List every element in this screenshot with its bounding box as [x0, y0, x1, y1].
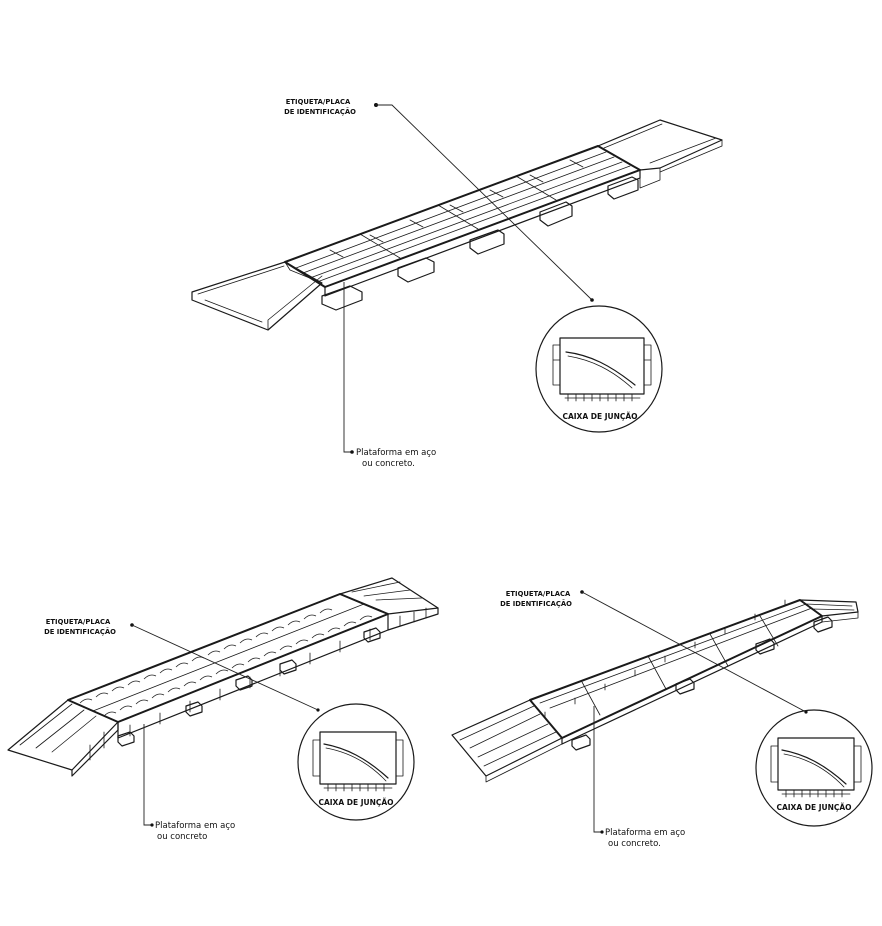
platform-label-line2: ou concreto.: [362, 459, 415, 469]
left-ramp: [191, 261, 323, 331]
plate-label-line2: DE IDENTIFICAÇÃO: [500, 599, 572, 608]
platform-label-line1: Plataforma em aço: [155, 821, 235, 831]
plate-label-line1: ETIQUETA/PLACA: [506, 590, 571, 598]
foundation-blocks: [117, 627, 381, 747]
plate-label-line2: DE IDENTIFICAÇÃO: [284, 107, 356, 116]
platform-label-line2: ou concreto.: [608, 839, 661, 849]
foundation-blocks: [321, 176, 639, 311]
foundation-blocks: [571, 616, 833, 751]
weighbridge-deck: [284, 145, 641, 297]
junction-box-label: CAIXA DE JUNÇÃO: [562, 412, 637, 421]
left-ramp: [451, 699, 563, 783]
left-ramp: [7, 699, 119, 777]
weighbridge-deck: [67, 593, 389, 739]
platform-label-line1: Plataforma em aço: [356, 448, 436, 458]
plate-label-line1: ETIQUETA/PLACA: [286, 98, 351, 106]
plate-label-line2: DE IDENTIFICAÇÃO: [44, 627, 116, 636]
diagram-top: ETIQUETA/PLACA DE IDENTIFICAÇÃO Platafor…: [191, 98, 723, 469]
junction-box-callout: CAIXA DE JUNÇÃO: [297, 703, 415, 821]
junction-box-label: CAIXA DE JUNÇÃO: [776, 803, 851, 812]
plate-label-line1: ETIQUETA/PLACA: [46, 618, 111, 626]
platform-label-line2: ou concreto: [157, 832, 207, 842]
platform-label-line1: Plataforma em aço: [605, 828, 685, 838]
diagram-bottom-left: ETIQUETA/PLACA DE IDENTIFICAÇÃO Platafor…: [7, 577, 439, 842]
right-ramp: [799, 599, 859, 623]
tread-pattern: [79, 608, 373, 717]
right-ramp: [597, 119, 723, 189]
junction-box-callout: CAIXA DE JUNÇÃO: [535, 305, 663, 433]
diagram-bottom-right: ETIQUETA/PLACA DE IDENTIFICAÇÃO Platafor…: [451, 590, 873, 849]
junction-box-label: CAIXA DE JUNÇÃO: [318, 798, 393, 807]
right-ramp: [339, 577, 439, 631]
junction-box-callout: CAIXA DE JUNÇÃO: [755, 709, 873, 827]
